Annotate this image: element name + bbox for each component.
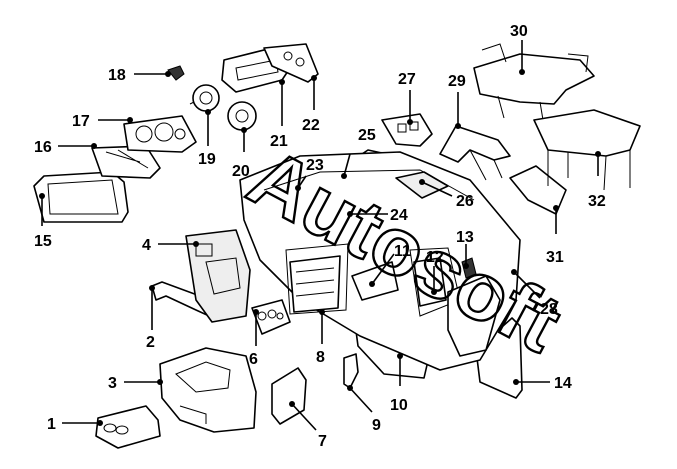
svg-text:27: 27 bbox=[398, 71, 416, 88]
svg-text:28: 28 bbox=[540, 301, 558, 318]
svg-text:4: 4 bbox=[142, 237, 151, 254]
svg-text:15: 15 bbox=[34, 233, 52, 250]
svg-text:10: 10 bbox=[390, 397, 408, 414]
callout-15: 15 bbox=[34, 193, 52, 250]
part-4-side-panel bbox=[185, 229, 251, 323]
callout-21: 21 bbox=[270, 79, 288, 150]
callout-27: 27 bbox=[398, 71, 416, 125]
callout-6: 6 bbox=[249, 309, 259, 368]
callout-18: 18 bbox=[108, 67, 171, 84]
callout-19: 19 bbox=[198, 109, 216, 168]
callout-4: 4 bbox=[142, 237, 199, 254]
callout-22: 22 bbox=[302, 75, 320, 134]
part-31-support-bracket bbox=[509, 165, 567, 215]
callout-32: 32 bbox=[588, 151, 606, 210]
part-29-frame-bracket bbox=[439, 125, 511, 181]
svg-text:14: 14 bbox=[554, 375, 572, 392]
callout-24: 24 bbox=[347, 207, 408, 224]
svg-text:25: 25 bbox=[358, 127, 376, 144]
part-7-cover-panel bbox=[271, 367, 307, 425]
callout-11: 11 bbox=[369, 243, 411, 287]
part-6-switch-block bbox=[251, 299, 291, 335]
svg-text:11: 11 bbox=[394, 243, 411, 260]
svg-text:1: 1 bbox=[47, 416, 56, 433]
callout-3: 3 bbox=[108, 375, 163, 392]
svg-text:29: 29 bbox=[448, 73, 466, 90]
callout-7: 7 bbox=[289, 401, 327, 450]
callout-10: 10 bbox=[390, 353, 408, 414]
svg-text:32: 32 bbox=[588, 193, 606, 210]
callout-12: 12 bbox=[426, 249, 444, 295]
part-15-instrument-hood bbox=[33, 171, 129, 223]
callout-20: 20 bbox=[232, 127, 250, 180]
callout-25: 25 bbox=[341, 127, 376, 179]
svg-text:2: 2 bbox=[146, 334, 155, 351]
callout-9: 9 bbox=[347, 385, 381, 434]
part-9-clip bbox=[343, 353, 359, 389]
part-3-center-console bbox=[159, 347, 257, 433]
part-17-instrument-cluster bbox=[123, 115, 197, 153]
svg-text:20: 20 bbox=[232, 163, 250, 180]
svg-text:3: 3 bbox=[108, 375, 117, 392]
svg-text:26: 26 bbox=[456, 193, 474, 210]
svg-text:23: 23 bbox=[306, 157, 324, 174]
svg-text:31: 31 bbox=[546, 249, 564, 266]
part-18-bulb-socket bbox=[167, 65, 185, 81]
callout-1: 1 bbox=[47, 416, 103, 433]
callout-17: 17 bbox=[72, 113, 133, 130]
svg-text:17: 17 bbox=[72, 113, 90, 130]
part-30-cross-car-beam bbox=[473, 43, 595, 127]
part-27-module bbox=[381, 113, 433, 147]
svg-text:19: 19 bbox=[198, 151, 216, 168]
part-28-side-assembly bbox=[447, 275, 501, 357]
svg-text:7: 7 bbox=[318, 433, 327, 450]
part-14-end-panel bbox=[475, 317, 523, 399]
callout-31: 31 bbox=[546, 205, 564, 266]
callout-29: 29 bbox=[448, 73, 466, 129]
part-1-bezel-plate bbox=[95, 405, 161, 449]
callout-16: 16 bbox=[34, 139, 97, 156]
part-19-gauge bbox=[189, 84, 220, 112]
svg-text:16: 16 bbox=[34, 139, 52, 156]
svg-text:21: 21 bbox=[270, 133, 288, 150]
svg-text:9: 9 bbox=[372, 417, 381, 434]
part-8-center-vent bbox=[289, 255, 341, 313]
svg-text:8: 8 bbox=[316, 349, 325, 366]
callout-26: 26 bbox=[419, 179, 474, 210]
callout-2: 2 bbox=[146, 285, 155, 351]
part-32-frame-assembly bbox=[533, 109, 641, 191]
part-12-vent bbox=[413, 257, 447, 307]
svg-text:6: 6 bbox=[249, 351, 258, 368]
svg-text:18: 18 bbox=[108, 67, 126, 84]
svg-text:22: 22 bbox=[302, 117, 320, 134]
callout-23: 23 bbox=[295, 157, 324, 191]
svg-text:24: 24 bbox=[390, 207, 408, 224]
svg-text:12: 12 bbox=[426, 249, 444, 266]
callout-28: 28 bbox=[511, 269, 558, 318]
callout-14: 14 bbox=[513, 375, 572, 392]
svg-text:13: 13 bbox=[456, 229, 474, 246]
callout-30: 30 bbox=[510, 23, 528, 75]
callout-13: 13 bbox=[456, 229, 474, 269]
svg-text:30: 30 bbox=[510, 23, 528, 40]
callout-8: 8 bbox=[316, 309, 325, 366]
part-20-gauge bbox=[227, 101, 257, 131]
